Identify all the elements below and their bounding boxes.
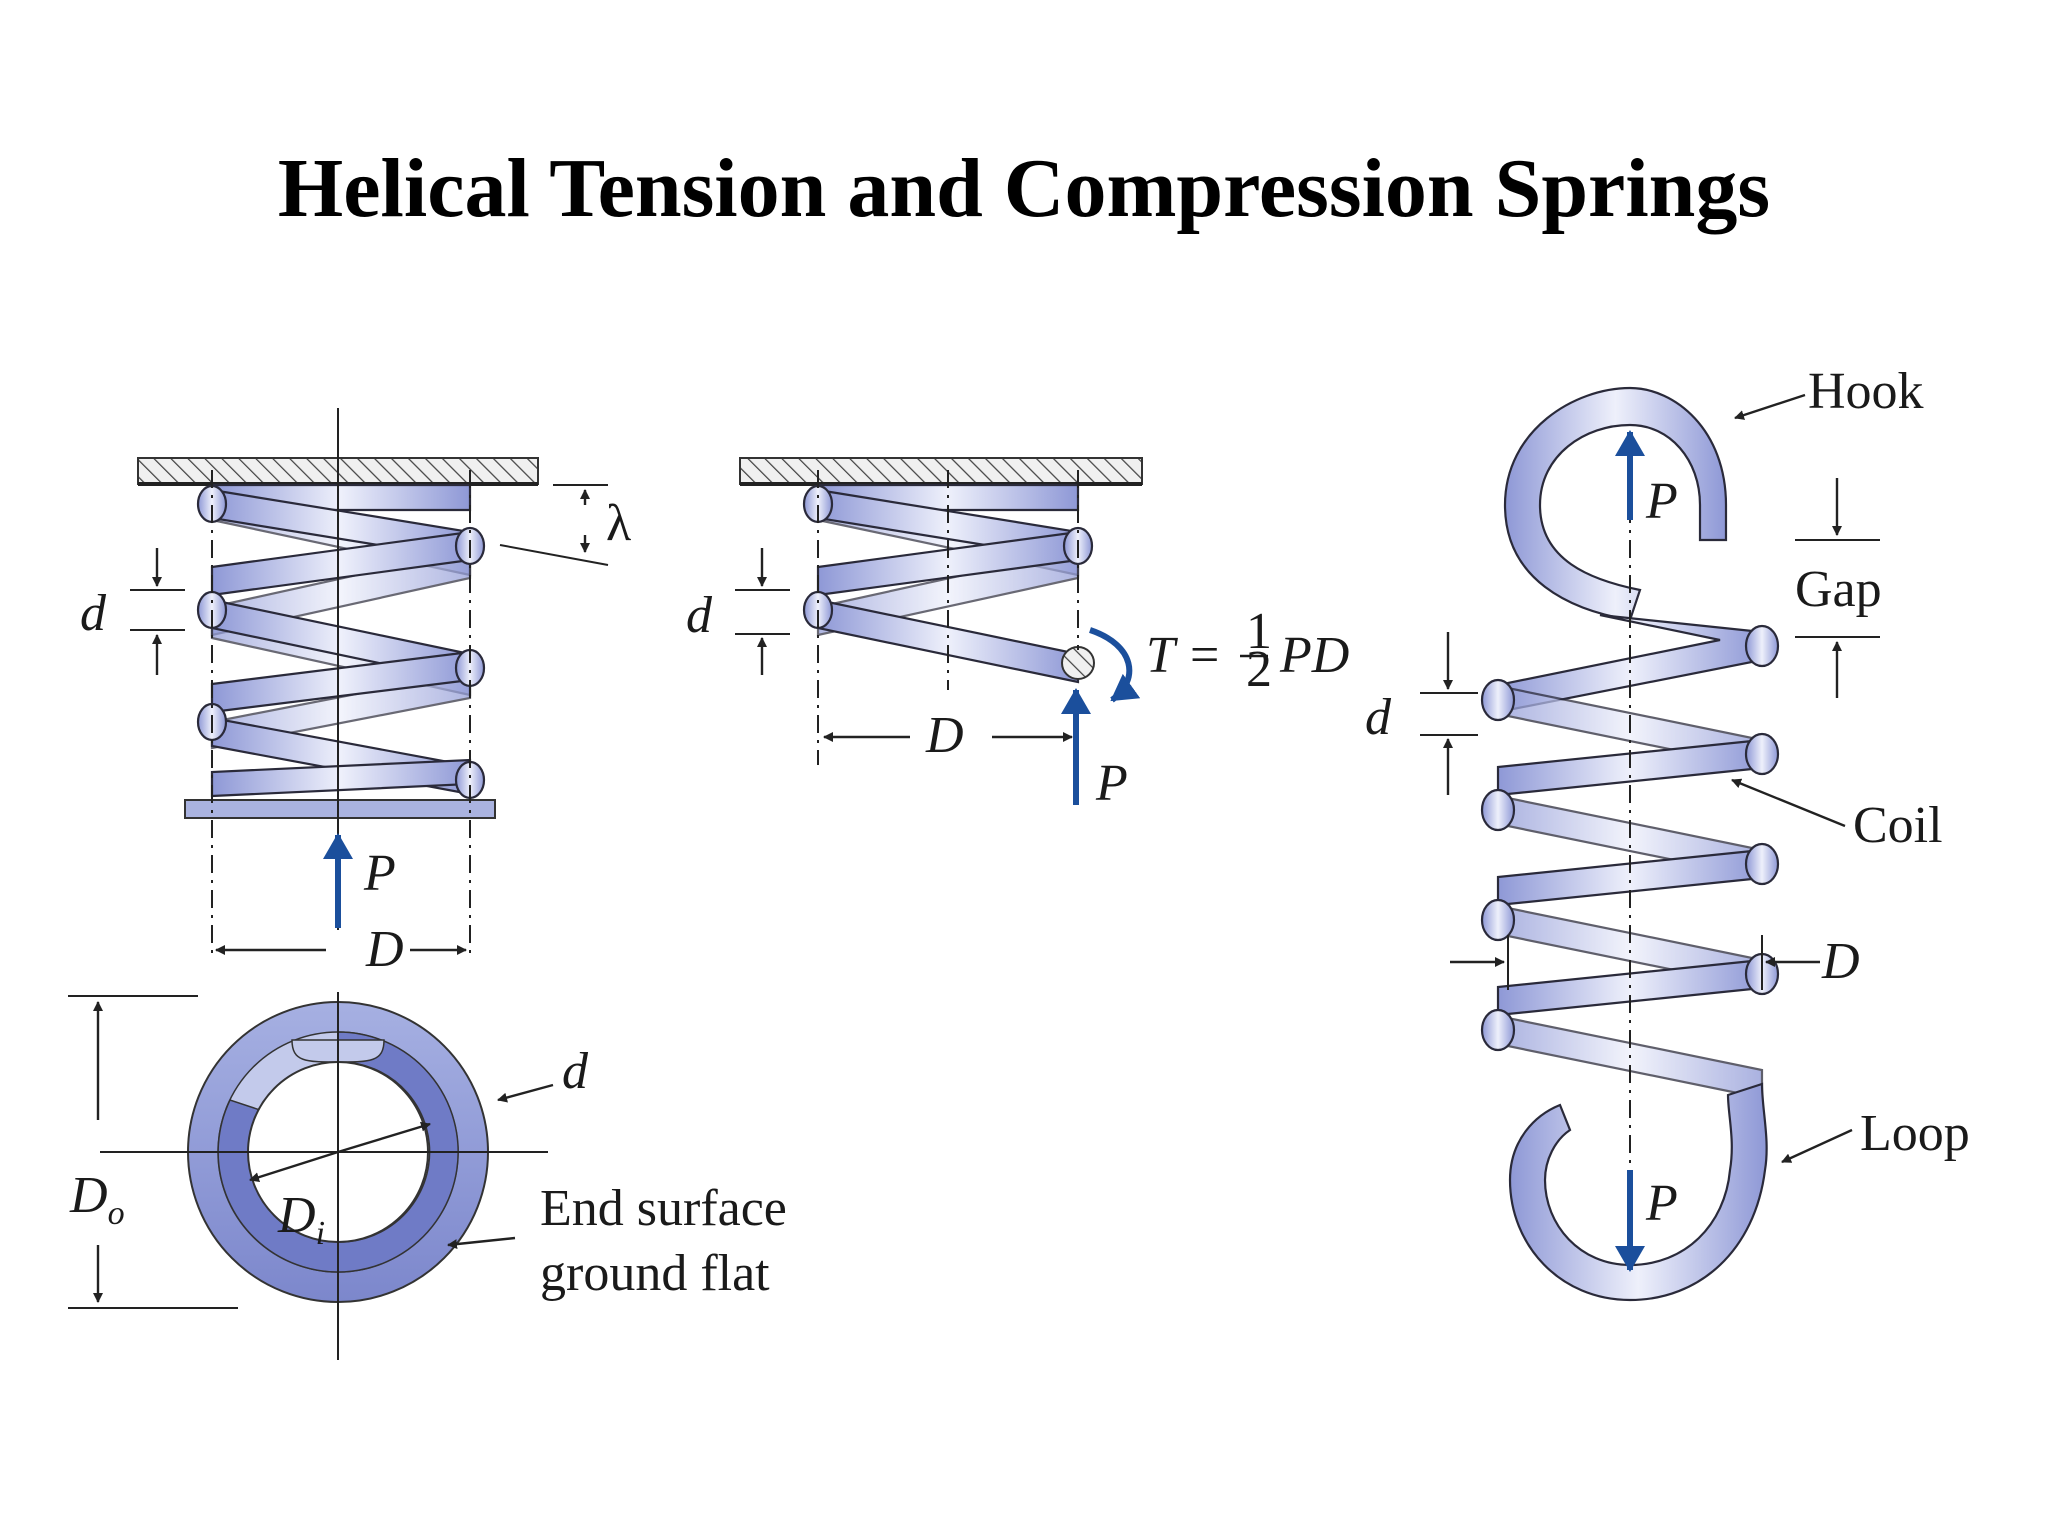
- hook: [1503, 386, 1728, 622]
- svg-text:2: 2: [1246, 641, 1272, 698]
- coil-label: Coil: [1853, 797, 1943, 854]
- page-title: Helical Tension and Compression Springs: [277, 142, 1771, 235]
- svg-text:1: 1: [1246, 603, 1272, 660]
- cut-ground-support: [739, 457, 1143, 485]
- compression-coils: [196, 483, 486, 800]
- force-p-label: P: [363, 845, 396, 902]
- cut-mean-diameter-label: D: [925, 707, 964, 764]
- svg-text:PD: PD: [1279, 627, 1349, 684]
- section-d-label: d: [562, 1043, 589, 1100]
- wire-cross-section: [1061, 646, 1095, 680]
- extension-spring: P P Hook Gap d Coil D Loop: [1365, 363, 1970, 1302]
- hook-label: Hook: [1808, 363, 1924, 420]
- end-surface-label-line2: ground flat: [540, 1245, 770, 1302]
- end-surface-label-line1: End surface: [540, 1180, 787, 1237]
- extension-p-bottom-label: P: [1645, 1175, 1678, 1232]
- extension-d-label: d: [1365, 689, 1392, 746]
- cut-force-p-label: P: [1095, 755, 1128, 812]
- gap-label: Gap: [1795, 561, 1882, 618]
- loop-label: Loop: [1860, 1105, 1970, 1162]
- mean-diameter-label: D: [365, 921, 404, 978]
- end-plate: [184, 799, 496, 819]
- svg-text:=: =: [1190, 627, 1219, 684]
- extension-D-label: D: [1821, 933, 1860, 990]
- loop: [1508, 1082, 1768, 1302]
- outer-diameter-label: Do: [69, 1167, 125, 1232]
- svg-text:T: T: [1146, 627, 1178, 684]
- wire-diameter-label: d: [80, 585, 107, 642]
- end-view: [100, 992, 548, 1360]
- extension-p-top-label: P: [1645, 473, 1678, 530]
- extension-coils: [1480, 613, 1780, 1100]
- cut-spring-detail: d D P T = 1 2 PD: [686, 457, 1349, 812]
- torque-equation: T = 1 2 PD: [1146, 603, 1349, 698]
- lambda-label: λ: [606, 495, 631, 552]
- compression-spring: λ d P D Do Di: [68, 408, 787, 1360]
- inner-diameter-label: Di: [277, 1187, 325, 1252]
- cut-wire-diameter-label: d: [686, 587, 713, 644]
